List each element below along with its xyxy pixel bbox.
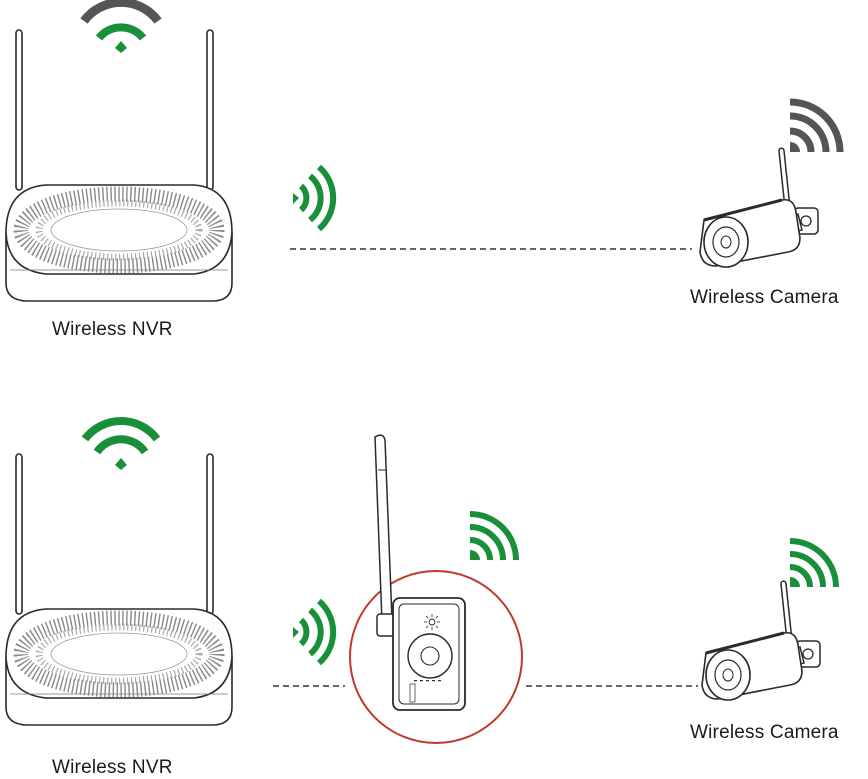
signal-icon [789, 98, 844, 153]
top-scene [6, 0, 844, 301]
nvr-device [6, 30, 232, 301]
repeater-device [374, 434, 466, 711]
wifi-icon [80, 0, 162, 53]
nvr-device [6, 454, 232, 725]
nvr-label: Wireless NVR [52, 319, 173, 340]
signal-icon [469, 511, 519, 561]
signal-icon [293, 164, 337, 232]
wifi-icon [81, 417, 161, 470]
bottom-scene [6, 417, 839, 744]
camera-label: Wireless Camera [690, 287, 839, 308]
nvr-label: Wireless NVR [52, 757, 173, 778]
signal-icon [293, 598, 337, 666]
camera-device [700, 579, 822, 702]
signal-icon [789, 538, 839, 588]
camera-device [698, 146, 820, 269]
camera-label: Wireless Camera [690, 722, 839, 743]
